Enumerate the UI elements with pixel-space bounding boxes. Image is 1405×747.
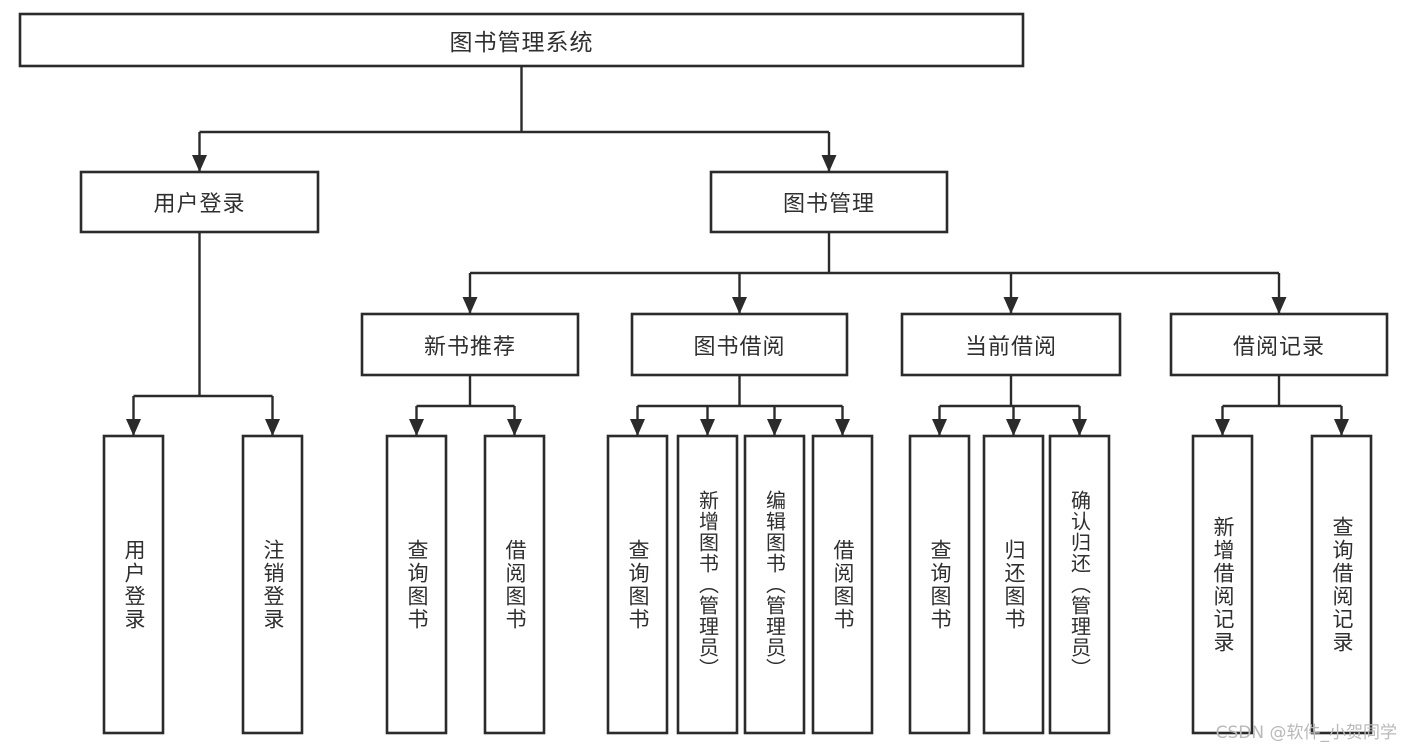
arrow-head-icon <box>462 297 478 314</box>
arrow-head-icon <box>630 419 645 436</box>
node-box-leaf-borrow-query-book[interactable] <box>606 434 669 735</box>
arrow-head-icon <box>732 297 747 314</box>
node-box-user-login[interactable] <box>79 170 320 234</box>
connector-root-to-level1 <box>192 66 837 172</box>
node-box-leaf-rec-add-record[interactable] <box>1191 434 1254 735</box>
node-box-book-borrow[interactable] <box>630 312 849 377</box>
arrow-head-icon <box>932 419 947 436</box>
arrow-head-icon <box>1006 419 1021 436</box>
arrow-head-icon <box>835 419 850 436</box>
arrow-head-icon <box>192 155 207 172</box>
node-box-leaf-rec-query-record[interactable] <box>1310 434 1373 735</box>
node-box-root[interactable] <box>18 12 1025 68</box>
arrow-head-icon <box>126 419 141 436</box>
connector-userlogin-to-leaves <box>126 232 280 436</box>
arrow-head-icon <box>409 419 424 436</box>
arrow-head-icon <box>265 419 280 436</box>
node-box-new-book-rec[interactable] <box>360 312 580 377</box>
arrow-head-icon <box>700 419 715 436</box>
arrow-head-icon <box>767 419 782 436</box>
arrow-head-icon <box>821 155 837 172</box>
node-box-leaf-user-logout[interactable] <box>241 434 304 735</box>
arrow-head-icon <box>1072 419 1087 436</box>
arrow-head-icon <box>1215 419 1230 436</box>
connector-bookborrow-to-leaves <box>630 375 850 436</box>
node-box-borrow-record[interactable] <box>1169 312 1389 377</box>
arrow-head-icon <box>1334 419 1349 436</box>
connector-bookmanage-to-level2 <box>462 232 1287 314</box>
node-box-leaf-user-login[interactable] <box>102 434 165 735</box>
node-box-leaf-rec-borrow-book[interactable] <box>483 434 546 735</box>
node-box-leaf-rec-query-book[interactable] <box>385 434 448 735</box>
arrow-head-icon <box>1271 297 1287 314</box>
node-box-leaf-cur-return-book[interactable] <box>982 434 1045 735</box>
node-box-current-borrow[interactable] <box>900 312 1122 377</box>
node-box-leaf-cur-confirm-return[interactable] <box>1048 434 1111 735</box>
node-box-leaf-borrow-lend-book[interactable] <box>811 434 874 735</box>
node-box-book-manage[interactable] <box>709 170 949 234</box>
arrow-head-icon <box>507 419 522 436</box>
arrow-head-icon <box>1003 297 1019 314</box>
connector-newbookrec-to-leaves <box>409 375 522 436</box>
connector-currentborrow-to-leaves <box>932 375 1087 436</box>
connector-borrowrecord-to-leaves <box>1215 375 1349 436</box>
node-box-leaf-borrow-add-book[interactable] <box>676 434 739 735</box>
node-box-leaf-borrow-edit-book[interactable] <box>743 434 806 735</box>
node-box-leaf-cur-query-book[interactable] <box>908 434 971 735</box>
